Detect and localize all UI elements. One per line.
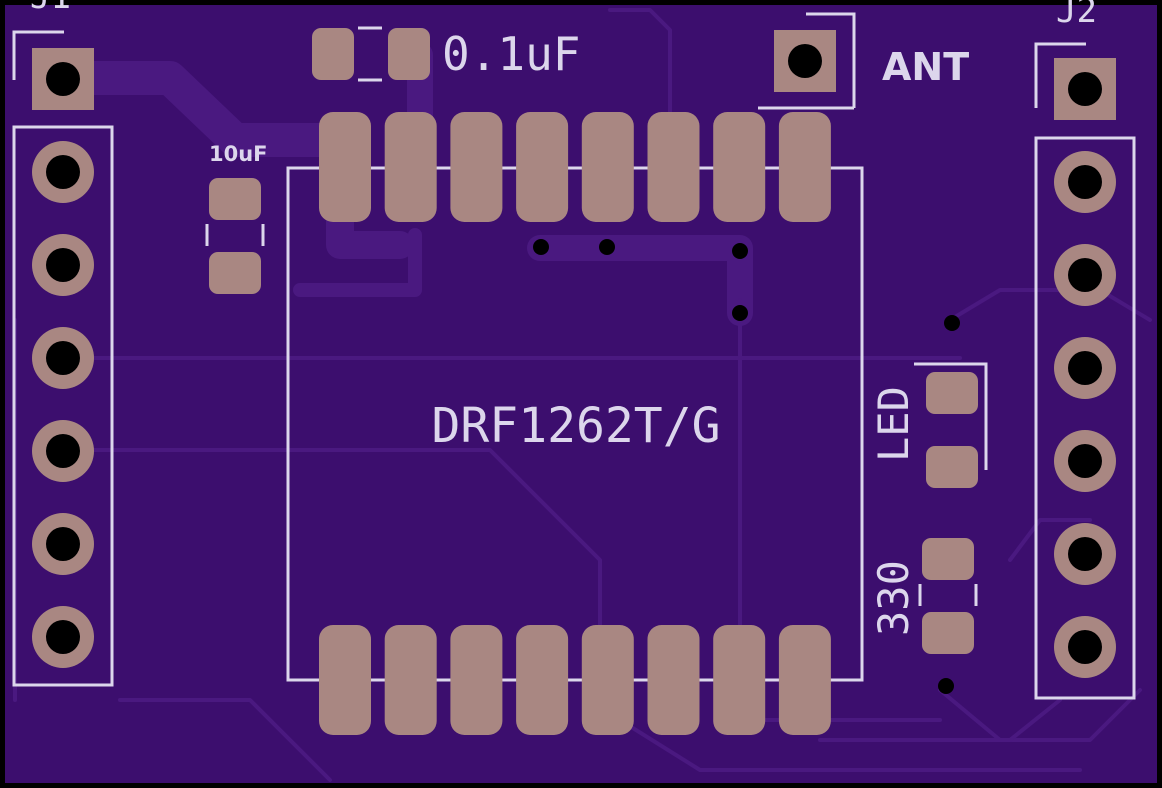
j2-pin-1-hole xyxy=(1068,72,1102,106)
ant-hole xyxy=(788,44,822,78)
cap-large-label: 10uF xyxy=(209,142,268,166)
module-bottom-pad-1 xyxy=(319,625,371,735)
led-label: LED xyxy=(869,386,918,462)
module-bottom-pad-5 xyxy=(581,625,634,735)
resistor-outline xyxy=(918,584,978,606)
module-bottom-pads xyxy=(319,625,831,735)
led: LED xyxy=(869,362,988,488)
module-top-pad-5 xyxy=(581,112,634,222)
module-top-pad-8 xyxy=(778,112,831,222)
module-label: DRF1262T/G xyxy=(432,398,721,454)
j1-pins xyxy=(32,48,94,668)
j2-outline xyxy=(1034,136,1136,700)
cap-large-pad-1 xyxy=(209,178,261,220)
via xyxy=(938,678,954,694)
module-top-pad-3 xyxy=(450,112,503,222)
module-top-pad-6 xyxy=(647,112,700,222)
antenna-connector: ANT xyxy=(758,12,969,110)
cap-large-outline xyxy=(205,224,265,246)
module-top-pad-7 xyxy=(713,112,766,222)
module-bottom-pad-3 xyxy=(450,625,503,735)
module-top-pad-1 xyxy=(319,112,371,222)
resistor-pad-2 xyxy=(922,612,974,654)
j1-label: J1 xyxy=(30,0,71,17)
j2-pin1-corner-mark xyxy=(1034,42,1086,108)
ant-label: ANT xyxy=(882,45,969,89)
j2-pin-5-hole xyxy=(1068,444,1102,478)
j1-pin1-corner-mark xyxy=(12,30,64,80)
header-j2: J2 xyxy=(1034,0,1136,700)
capacitor-0-1uf: 0.1uF xyxy=(312,26,580,82)
header-j1: J1 xyxy=(12,0,114,687)
j1-pin-4-hole xyxy=(46,341,80,375)
j2-pin-6-hole xyxy=(1068,537,1102,571)
module-bottom-pad-6 xyxy=(647,625,700,735)
j1-pin-5-hole xyxy=(46,434,80,468)
j2-pins xyxy=(1054,58,1116,678)
rf-module: DRF1262T/G xyxy=(286,112,864,735)
module-top-pad-2 xyxy=(384,112,437,222)
via xyxy=(732,243,748,259)
cap-small-outline xyxy=(358,26,382,82)
j1-pin-2-hole xyxy=(46,155,80,189)
ant-outline xyxy=(758,12,856,110)
j2-label: J2 xyxy=(1056,0,1097,31)
led-outline xyxy=(914,362,988,470)
cap-large-pad-2 xyxy=(209,252,261,294)
resistor-330: 330 xyxy=(869,538,978,654)
cap-small-pad-2 xyxy=(388,28,430,80)
j1-outline xyxy=(12,125,114,687)
module-top-pads xyxy=(319,112,831,222)
cap-small-label: 0.1uF xyxy=(442,27,580,81)
j1-pin-3-hole xyxy=(46,248,80,282)
via xyxy=(732,305,748,321)
module-bottom-pad-8 xyxy=(778,625,831,735)
via xyxy=(533,239,549,255)
resistor-pad-1 xyxy=(922,538,974,580)
via xyxy=(599,239,615,255)
led-pad-1 xyxy=(926,372,978,414)
j2-pin-2-hole xyxy=(1068,165,1102,199)
module-bottom-pad-4 xyxy=(516,625,569,735)
module-bottom-pad-2 xyxy=(384,625,437,735)
led-pad-2 xyxy=(926,446,978,488)
j1-pin-6-hole xyxy=(46,527,80,561)
vias xyxy=(533,239,960,694)
soldermask xyxy=(5,5,1157,783)
j2-pin-4-hole xyxy=(1068,351,1102,385)
j2-pin-3-hole xyxy=(1068,258,1102,292)
capacitor-10uf: 10uF xyxy=(205,142,268,294)
j1-pin-1-hole xyxy=(46,62,80,96)
module-bottom-pad-7 xyxy=(713,625,766,735)
module-top-pad-4 xyxy=(516,112,569,222)
j1-pin-7-hole xyxy=(46,620,80,654)
module-outline xyxy=(286,166,864,682)
resistor-label: 330 xyxy=(869,560,918,636)
via xyxy=(944,315,960,331)
j2-pin-7-hole xyxy=(1068,630,1102,664)
cap-small-pad-1 xyxy=(312,28,354,80)
